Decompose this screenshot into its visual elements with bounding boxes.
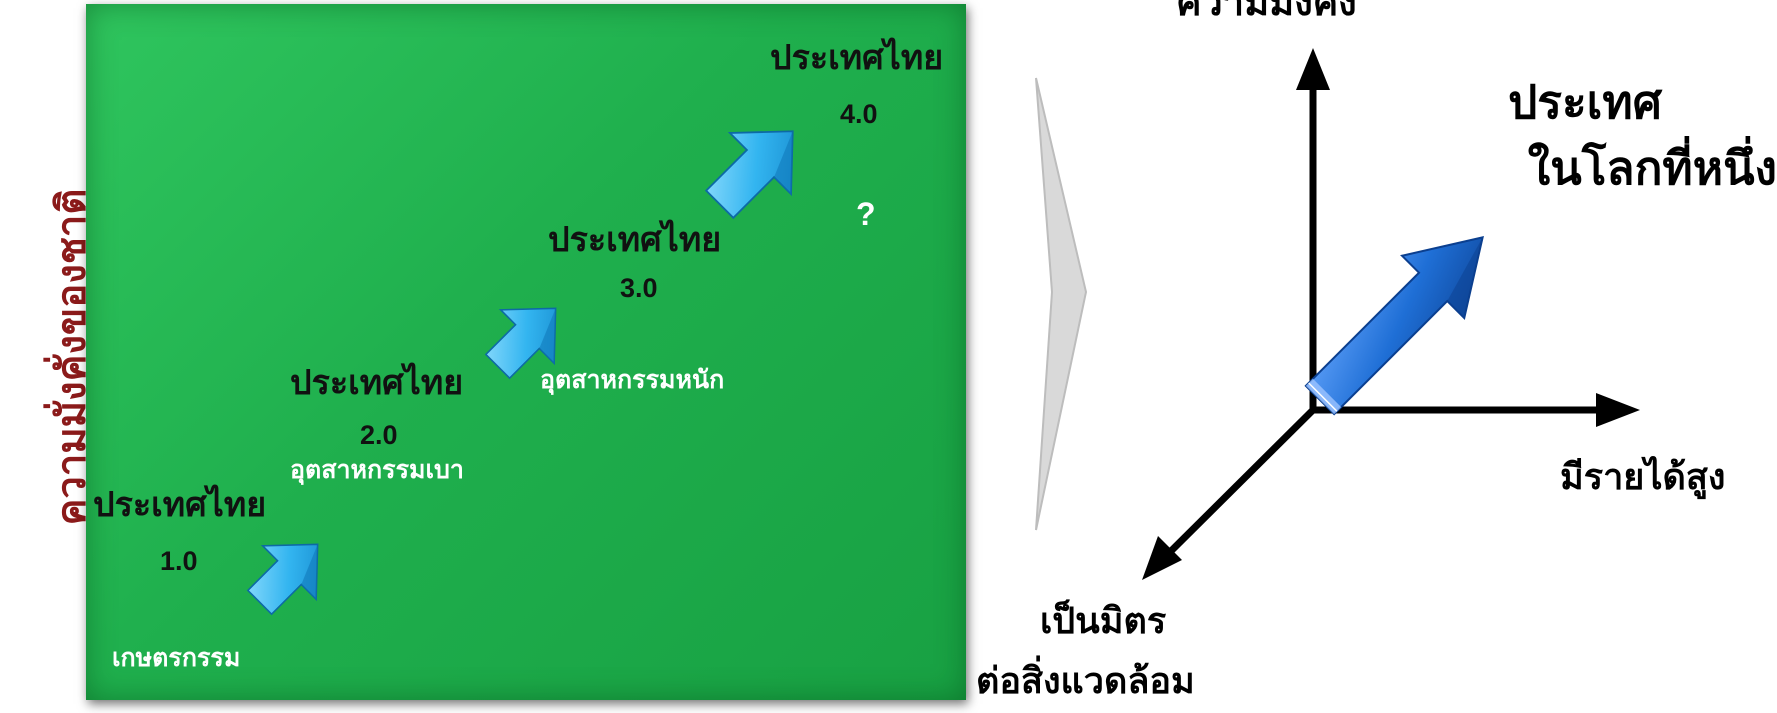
growth-arrow-icon <box>1304 236 1484 416</box>
stage-1-sector: เกษตรกรรม <box>112 644 241 672</box>
goal-label-line2: ในโลกที่หนึ่ง <box>1527 141 1777 195</box>
stage-4-unknown-mark: ? <box>856 196 876 232</box>
stage-arrow-3-icon <box>704 130 794 220</box>
stage-3-version: 3.0 <box>620 273 658 303</box>
axis-label-wealth: ความมั่งคั่ง <box>1176 0 1357 24</box>
stage-3-title: ประเทศไทย <box>548 220 722 260</box>
axis-label-eco-line1: เป็นมิตร <box>1040 601 1167 642</box>
stage-arrow-2-icon <box>484 307 557 380</box>
stage-4-version: 4.0 <box>840 99 878 129</box>
stage-2-version: 2.0 <box>360 420 398 450</box>
stage-3-sector: อุตสาหกรรมหนัก <box>540 366 725 394</box>
stage-4-title: ประเทศไทย <box>770 38 944 78</box>
stage-arrow-1-icon <box>246 543 319 616</box>
stage-2-title: ประเทศไทย <box>290 363 464 403</box>
goal-label-line1: ประเทศ <box>1508 75 1662 129</box>
axis-label-high-income: มีรายได้สูง <box>1560 457 1726 498</box>
stage-2-sector: อุตสาหกรรมเบา <box>290 456 464 484</box>
chevron-separator-icon <box>1035 77 1088 531</box>
stage-1-version: 1.0 <box>160 546 198 576</box>
stage-1-title: ประเทศไทย <box>93 485 267 525</box>
axis-label-eco-line2: ต่อสิ่งแวดล้อม <box>976 661 1195 702</box>
three-axis-diagram <box>1142 48 1640 580</box>
